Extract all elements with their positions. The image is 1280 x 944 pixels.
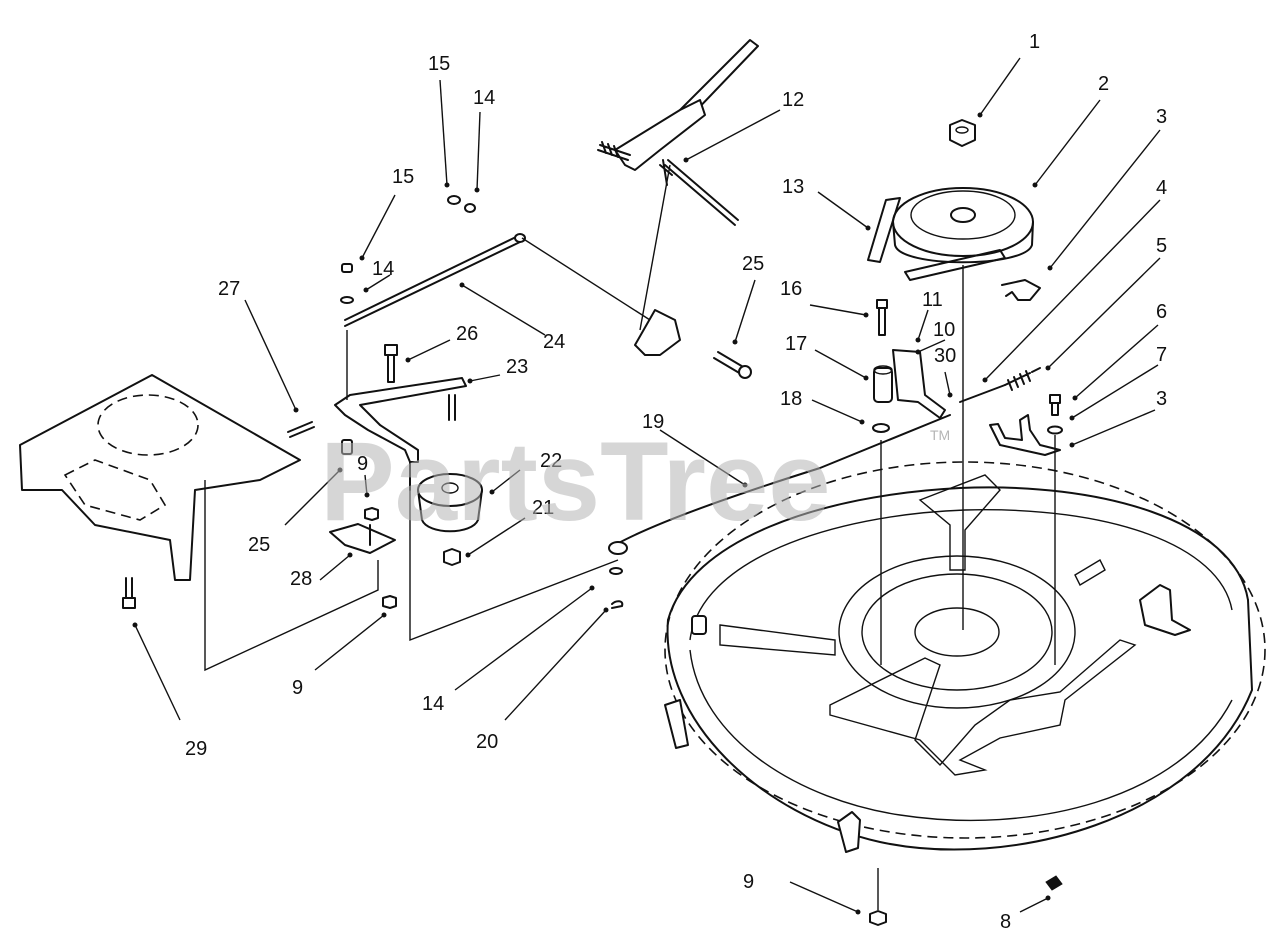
callout-9: 9 bbox=[743, 871, 754, 893]
bracket bbox=[329, 523, 396, 554]
callout-30: 30 bbox=[934, 345, 956, 367]
callout-2: 2 bbox=[1098, 73, 1109, 95]
bracket-nut-upper bbox=[364, 507, 379, 521]
callout-3: 3 bbox=[1156, 388, 1167, 410]
idler-bracket bbox=[892, 349, 946, 419]
callout-20: 20 bbox=[476, 731, 498, 753]
watermark-text: PartsTree bbox=[320, 419, 831, 544]
belt-guide-upper bbox=[1001, 279, 1041, 301]
cable-washer bbox=[609, 567, 623, 575]
callout-7: 7 bbox=[1156, 344, 1167, 366]
callout-25: 25 bbox=[248, 534, 270, 556]
mounting-bolt bbox=[122, 577, 136, 609]
shoulder-bolt bbox=[713, 351, 752, 379]
callout-14: 14 bbox=[473, 87, 495, 109]
control-lever-assembly bbox=[597, 39, 759, 226]
hairpin bbox=[611, 600, 624, 609]
idler-washer bbox=[872, 423, 890, 433]
pivot-bolt-lower bbox=[341, 439, 353, 455]
idler-arm bbox=[334, 377, 467, 491]
spring-clip bbox=[287, 421, 315, 438]
callout-24: 24 bbox=[543, 331, 565, 353]
idler-bolt bbox=[876, 299, 888, 336]
callout-25: 25 bbox=[742, 253, 764, 275]
watermark-trademark: TM bbox=[930, 427, 950, 443]
callout-27: 27 bbox=[218, 278, 240, 300]
callout-15: 15 bbox=[392, 166, 414, 188]
idler-spacer bbox=[873, 365, 893, 403]
cable-eye bbox=[608, 541, 628, 555]
callout-11: 11 bbox=[922, 289, 943, 311]
callout-29: 29 bbox=[185, 738, 207, 760]
callout-18: 18 bbox=[780, 388, 802, 410]
deck-square-nut bbox=[1045, 875, 1063, 891]
callout-labels: 1 2 3 4 5 6 7 3 8 9 9 9 10 11 12 13 14 1… bbox=[185, 31, 1167, 933]
deck-bracket-right bbox=[1139, 584, 1191, 636]
callout-1: 1 bbox=[1029, 31, 1040, 53]
deck-bracket-left bbox=[664, 699, 689, 749]
clip-upper bbox=[447, 195, 461, 205]
mounting-plate bbox=[19, 374, 301, 581]
callout-28: 28 bbox=[290, 568, 312, 590]
deck-spindle-plate bbox=[719, 474, 1137, 776]
tension-spring bbox=[959, 370, 1031, 403]
callout-26: 26 bbox=[456, 323, 478, 345]
idler-stud bbox=[448, 394, 456, 421]
callout-14: 14 bbox=[372, 258, 394, 280]
callout-14: 14 bbox=[422, 693, 444, 715]
idler-pulley bbox=[417, 473, 483, 533]
callout-21: 21 bbox=[532, 497, 554, 519]
callout-3: 3 bbox=[1156, 106, 1167, 128]
callout-19: 19 bbox=[642, 411, 664, 433]
nut-left bbox=[341, 263, 353, 273]
callout-23: 23 bbox=[506, 356, 528, 378]
washer-left bbox=[340, 296, 354, 304]
link-rod bbox=[344, 234, 523, 327]
callout-8: 8 bbox=[1000, 911, 1011, 933]
callout-15: 15 bbox=[428, 53, 450, 75]
callout-4: 4 bbox=[1156, 177, 1167, 199]
assembly-guide-lines bbox=[204, 265, 1056, 910]
deck-bolt-right bbox=[1049, 394, 1061, 416]
callout-12: 12 bbox=[782, 89, 804, 111]
pivot-bolt bbox=[384, 344, 398, 383]
idler-nut bbox=[443, 548, 461, 566]
deck-bracket-front bbox=[837, 811, 861, 853]
link-rod-eye bbox=[514, 233, 526, 243]
callout-13: 13 bbox=[782, 176, 804, 198]
deck-stud bbox=[691, 615, 707, 635]
pulley-nut bbox=[949, 119, 976, 147]
callout-17: 17 bbox=[785, 333, 807, 355]
callout-16: 16 bbox=[780, 278, 802, 300]
watermark: PartsTree TM bbox=[320, 419, 950, 544]
drive-belt bbox=[867, 197, 1006, 281]
washer-upper bbox=[464, 203, 476, 213]
callout-5: 5 bbox=[1156, 235, 1167, 257]
belt-guide-lower bbox=[989, 414, 1061, 456]
deck-nut-bottom bbox=[869, 910, 887, 926]
callout-10: 10 bbox=[933, 319, 955, 341]
deck-washer-right bbox=[1047, 425, 1063, 435]
callout-22: 22 bbox=[540, 450, 562, 472]
callout-6: 6 bbox=[1156, 301, 1167, 323]
callout-9: 9 bbox=[357, 453, 368, 475]
control-cable bbox=[614, 414, 951, 546]
callout-9: 9 bbox=[292, 677, 303, 699]
callout-leaders bbox=[132, 57, 1161, 915]
mounting-plate-hole bbox=[97, 394, 199, 456]
bracket-nut bbox=[382, 595, 397, 609]
rod-bracket bbox=[634, 309, 681, 356]
spring-eyebolt bbox=[1031, 367, 1041, 373]
spindle-pulley bbox=[892, 187, 1034, 264]
mower-deck bbox=[664, 461, 1266, 853]
